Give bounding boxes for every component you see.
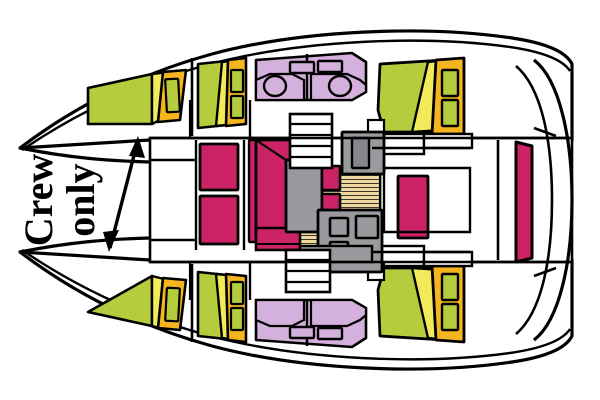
bench-cockpit[interactable] (514, 140, 534, 264)
cabin-forward-starboard[interactable] (86, 264, 194, 342)
cabin-forward-port[interactable] (86, 58, 194, 140)
locker-port-passage-lower[interactable] (198, 194, 240, 246)
partitions (150, 100, 572, 300)
cockpit-step-lines (533, 126, 557, 278)
port-inboard-edge (19, 146, 572, 164)
wardrobe-shelf-master-port-1 (440, 68, 460, 98)
starboard-sheer-line (21, 249, 572, 361)
wardrobe-shelf-aft-port-2 (229, 94, 245, 120)
corridor-stbd-2 (422, 250, 474, 268)
counter-port-forward (288, 60, 316, 75)
berth-forward-port[interactable] (86, 72, 154, 126)
steps-forward[interactable] (288, 112, 334, 170)
stool-saloon-1[interactable] (320, 164, 342, 192)
wardrobe-shelf-master-stbd-1 (440, 302, 460, 332)
cockpit[interactable] (514, 126, 557, 278)
wardrobe-shelf-forward-starboard (164, 286, 181, 323)
starboard-inboard-edge (19, 236, 572, 254)
transom-outer (532, 58, 574, 342)
crew-only-arrowhead-up (129, 136, 145, 158)
galley-fridge[interactable] (350, 136, 371, 170)
crew-only-arrowhead-down (103, 230, 119, 252)
settee-fold-line (255, 139, 287, 161)
sink-port-aft[interactable] (327, 74, 353, 98)
cabin-aft-starboard[interactable] (196, 270, 248, 344)
wardrobe-shelf-aft-port-1 (229, 68, 245, 94)
partition-aft-saloon-box (382, 166, 472, 234)
head-starboard-aft-zone (309, 298, 368, 328)
wardrobe-shelf-aft-starboard-1 (229, 306, 245, 332)
wardrobe-shelf-aft-starboard-2 (229, 280, 245, 306)
galley-sink[interactable] (354, 214, 380, 240)
transom (496, 58, 574, 342)
counter-starboard-forward (288, 325, 316, 340)
galley[interactable] (298, 130, 430, 274)
counter-starboard-aft (316, 326, 344, 341)
corridor-port-2 (422, 132, 474, 150)
heads-starboard[interactable] (254, 298, 368, 349)
crew-only-annotation: Crew only (16, 136, 145, 252)
transom-inner (515, 65, 554, 335)
wardrobe-shelf-master-port-2 (440, 98, 460, 128)
galley-burner-1[interactable] (328, 216, 350, 238)
steps-aft[interactable] (284, 248, 332, 294)
locker-port-passage-upper[interactable] (198, 142, 240, 192)
wardrobe-shelf-master-stbd-2 (440, 272, 460, 302)
sink-port-forward[interactable] (262, 74, 288, 98)
locker-saloon-side[interactable] (396, 174, 430, 240)
steps-forward-block[interactable] (288, 112, 334, 170)
crew-only-line2: only (58, 163, 103, 236)
steps-aft-treads (286, 258, 330, 284)
crew-only-line1: Crew (16, 154, 61, 247)
steps-forward-treads (290, 122, 332, 159)
cabin-master-starboard[interactable] (366, 244, 474, 344)
cabin-aft-port[interactable] (196, 56, 248, 130)
heads-port[interactable] (254, 51, 368, 102)
crew-only-arrow-shaft (108, 139, 140, 249)
wardrobe-shelf-forward-port (164, 77, 181, 114)
passage-lockers[interactable] (150, 140, 246, 250)
hull-group: Crew only (16, 29, 574, 371)
head-starboard-forward-zone (254, 298, 306, 328)
counter-port-aft (316, 59, 344, 74)
